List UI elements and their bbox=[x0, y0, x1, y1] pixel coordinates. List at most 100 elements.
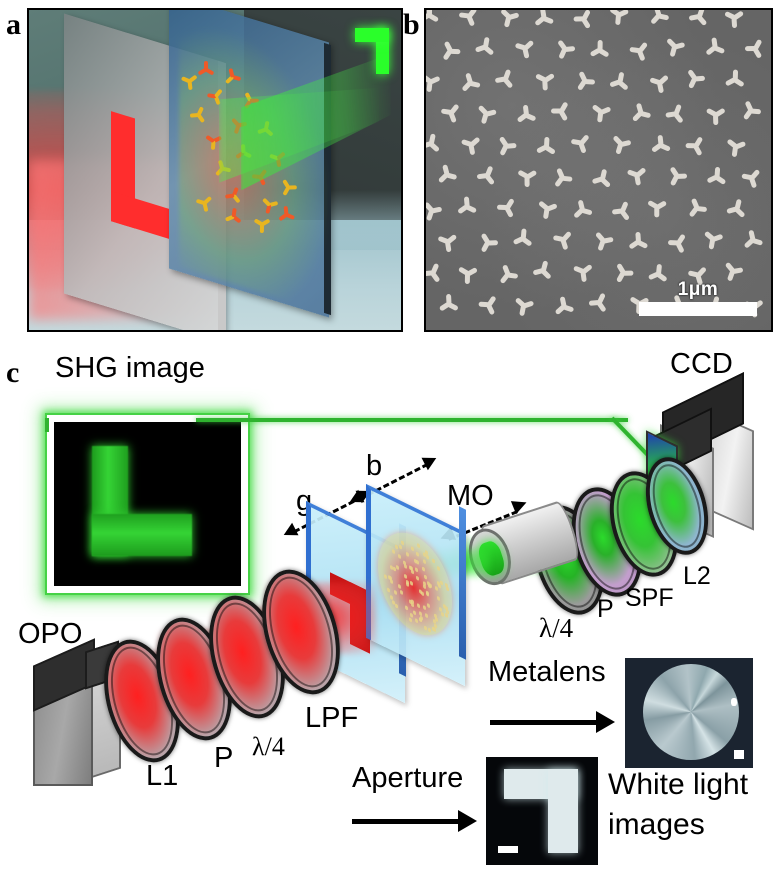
metalens-meta-atom bbox=[384, 574, 387, 579]
metalens-meta-atom bbox=[428, 627, 431, 632]
metalens-meta-atom bbox=[419, 589, 422, 594]
metalens-meta-atom bbox=[446, 586, 449, 591]
sem-nanostructure bbox=[472, 34, 497, 59]
projected-l-image bbox=[355, 28, 389, 74]
meta-atom bbox=[253, 216, 271, 234]
metalens-meta-atom bbox=[413, 610, 416, 615]
metalens-meta-atom bbox=[416, 560, 419, 565]
sem-nanostructure bbox=[534, 135, 557, 158]
sem-nanostructure bbox=[496, 197, 519, 220]
metalens-bright-speck bbox=[731, 698, 737, 706]
sem-nanostructure bbox=[475, 164, 500, 189]
metalens-meta-atom bbox=[415, 618, 418, 623]
metalens-disk bbox=[643, 664, 739, 760]
sem-nanostructure bbox=[626, 230, 649, 253]
metalens-meta-atom bbox=[416, 575, 419, 580]
sem-nanostructure bbox=[435, 229, 460, 254]
qwp-in-label: λ/4 bbox=[252, 732, 285, 762]
metalens-meta-atom bbox=[426, 555, 429, 560]
metalens-meta-atom bbox=[403, 560, 406, 565]
scale-bar-label: 1μm bbox=[639, 280, 757, 300]
metalens-meta-atom bbox=[395, 603, 398, 608]
sem-nanostructure bbox=[457, 263, 479, 285]
metalens-meta-atom bbox=[398, 553, 401, 558]
meta-atom bbox=[188, 105, 208, 125]
aperture-l-shape bbox=[504, 769, 578, 853]
polarizer-out-label: P bbox=[597, 595, 614, 624]
metalens-meta-atom bbox=[438, 584, 441, 589]
metalens-meta-atom bbox=[437, 596, 440, 601]
gap-g-head-left bbox=[281, 523, 299, 541]
metalens-meta-atom bbox=[405, 605, 408, 610]
sem-nanostructure bbox=[647, 70, 673, 96]
metalens-meta-atom bbox=[411, 569, 414, 574]
metalens-arrow-shaft bbox=[490, 720, 598, 725]
l-shaped-aperture bbox=[111, 111, 169, 239]
mo-label: MO bbox=[447, 480, 494, 513]
aperture-white-light-image bbox=[486, 757, 598, 865]
sem-nanostructure bbox=[607, 8, 631, 27]
metalens-meta-atom bbox=[410, 580, 413, 585]
sem-nanostructure bbox=[424, 8, 440, 26]
metalens-meta-atom bbox=[422, 566, 425, 571]
metalens-meta-atom bbox=[423, 605, 426, 610]
metalens-scale-bar bbox=[734, 750, 744, 759]
metalens-arrow-label: Metalens bbox=[488, 656, 606, 689]
metalens-meta-atom bbox=[419, 617, 422, 622]
metalens-meta-atom bbox=[417, 543, 420, 548]
qwp-out-label: λ/4 bbox=[539, 613, 573, 644]
metalens-meta-atom bbox=[390, 578, 393, 583]
sem-nanostructure bbox=[724, 135, 749, 160]
gap-b-label: b bbox=[366, 450, 382, 483]
meta-atom bbox=[197, 60, 215, 78]
metalens-meta-atom bbox=[409, 617, 412, 622]
metalens-meta-atom bbox=[425, 550, 428, 555]
metalens-meta-atom bbox=[439, 606, 442, 611]
scale-bar bbox=[639, 302, 757, 316]
metalens-meta-atom bbox=[416, 552, 419, 557]
shg-beam-horizontal bbox=[196, 418, 628, 422]
aperture-arrow-label: Aperture bbox=[352, 762, 463, 795]
metalens-meta-atom bbox=[417, 603, 420, 608]
metalens-meta-atom bbox=[399, 545, 402, 550]
metalens-meta-atom bbox=[425, 613, 428, 618]
sem-nanostructure bbox=[438, 100, 463, 125]
l2-label: L2 bbox=[683, 562, 711, 591]
metalens-meta-atom bbox=[400, 590, 403, 595]
metalens-meta-atom bbox=[423, 581, 426, 586]
aperture-scale-bar bbox=[498, 846, 518, 853]
metalens-meta-atom bbox=[427, 603, 430, 608]
opo-label: OPO bbox=[18, 618, 82, 651]
white-light-label-line2: images bbox=[608, 808, 705, 842]
metalens-meta-atom bbox=[392, 600, 395, 605]
metalens-meta-atom bbox=[392, 548, 395, 553]
shg-image-canvas bbox=[54, 422, 241, 586]
metalens-meta-atom bbox=[396, 565, 399, 570]
metalens-meta-atom bbox=[411, 602, 414, 607]
sem-nanostructure bbox=[573, 69, 596, 92]
metalens-meta-atom bbox=[424, 625, 427, 630]
aperture-arrow-shaft bbox=[352, 819, 460, 824]
aperture-arrow-head bbox=[458, 810, 477, 832]
scale-bar-group: 1μm bbox=[639, 280, 757, 316]
aperture-l-vertical bbox=[548, 769, 578, 853]
shg-l-shape bbox=[92, 446, 192, 556]
metalens-meta-atom bbox=[387, 588, 390, 593]
metalens-meta-atom bbox=[441, 612, 444, 617]
metalens-meta-atom bbox=[415, 567, 418, 572]
metalens-meta-atom bbox=[423, 559, 426, 564]
panel-label-b: b bbox=[403, 10, 420, 40]
sem-nanostructure bbox=[550, 227, 576, 253]
spf-label: SPF bbox=[625, 584, 674, 613]
metalens-meta-atom bbox=[424, 575, 427, 580]
metalens-meta-atom bbox=[406, 552, 409, 557]
shg-image-label: SHG image bbox=[55, 352, 205, 385]
metalens-meta-atom bbox=[437, 566, 440, 571]
panel-c-setup: SHG image CCD λ/4 P SPF L2 MO bbox=[0, 330, 779, 882]
shg-l-horizontal bbox=[92, 514, 192, 556]
metalens-meta-atom bbox=[398, 584, 401, 589]
sem-nanostructure bbox=[705, 104, 728, 127]
panel-label-a: a bbox=[6, 10, 21, 40]
metalens-meta-atom bbox=[395, 544, 398, 549]
metalens-meta-atom bbox=[432, 558, 435, 563]
